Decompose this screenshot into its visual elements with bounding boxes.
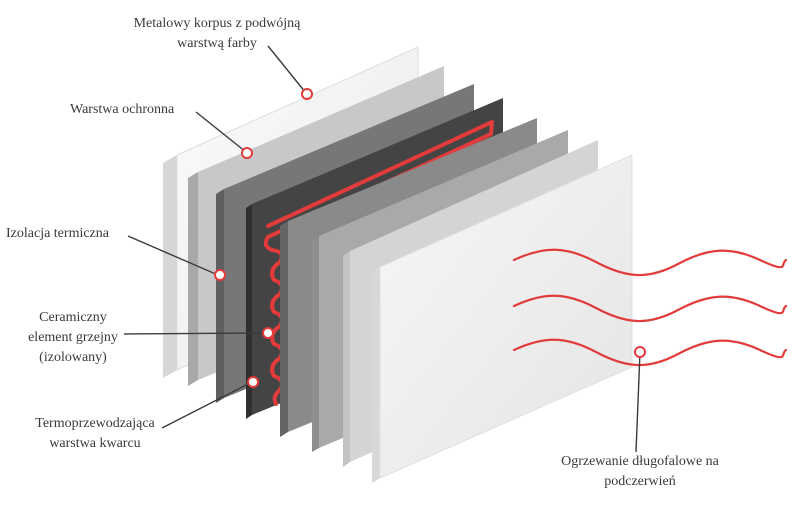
label-protective-layer-text: Warstwa ochronna — [70, 102, 175, 117]
label-infrared: Ogrzewanie długofalowe na podczerwień — [528, 452, 752, 492]
label-ceramic-element: Ceramiczny element grzejny (izolowany) — [18, 308, 128, 368]
wave-1 — [512, 248, 788, 277]
label-quartz-layer-line2: warstwa kwarcu — [49, 436, 141, 451]
marker-quartz-layer — [247, 376, 259, 388]
leader-quartz-layer — [161, 381, 253, 429]
label-infrared-line1: Ogrzewanie długofalowe na — [561, 454, 719, 469]
infrared-waves — [512, 248, 788, 367]
label-infrared-line2: podczerwień — [604, 474, 676, 489]
label-metal-body: Metalowy korpus z podwójną warstwą farby — [112, 14, 322, 54]
label-quartz-layer: Termoprzewodzająca warstwa kwarcu — [20, 414, 170, 454]
label-protective-layer: Warstwa ochronna — [70, 100, 174, 120]
label-ceramic-element-line1: Ceramiczny — [39, 310, 107, 325]
label-metal-body-line2: warstwą farby — [177, 36, 257, 51]
leader-infrared — [635, 351, 641, 453]
label-ceramic-element-line3: (izolowany) — [39, 350, 107, 365]
label-thermal-insulation: Izolacja termiczna — [6, 224, 109, 244]
marker-infrared — [634, 346, 646, 358]
marker-ceramic-element — [262, 327, 274, 339]
label-metal-body-line1: Metalowy korpus z podwójną — [133, 16, 301, 31]
marker-thermal-insulation — [214, 269, 226, 281]
leader-thermal-insulation — [127, 235, 219, 276]
wave-2 — [512, 294, 788, 323]
leader-lines — [123, 45, 641, 453]
leader-metal-body — [267, 45, 307, 94]
leader-protective-layer — [195, 111, 247, 153]
label-quartz-layer-line1: Termoprzewodzająca — [35, 416, 155, 431]
label-ceramic-element-line2: element grzejny — [28, 330, 118, 345]
front-panel — [372, 154, 633, 483]
leader-ceramic-element — [123, 332, 268, 335]
label-thermal-insulation-text: Izolacja termiczna — [6, 226, 109, 241]
marker-dots — [214, 88, 646, 388]
marker-metal-body — [301, 88, 313, 100]
marker-protective-layer — [241, 147, 253, 159]
wave-3 — [512, 338, 788, 367]
